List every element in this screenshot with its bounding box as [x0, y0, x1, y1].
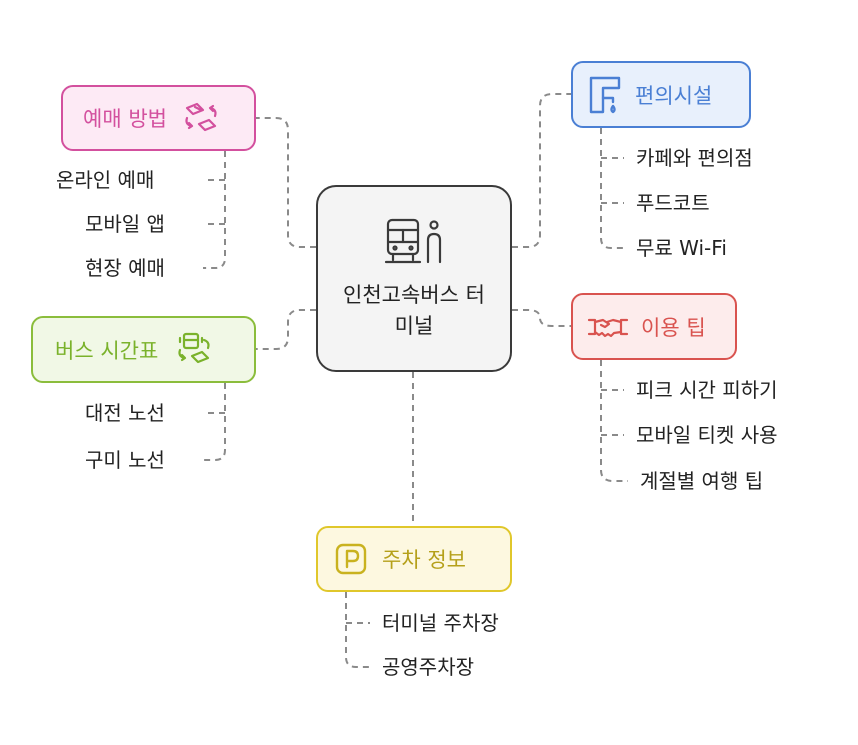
branch-reserve: 예매 방법 [61, 85, 256, 151]
bus-terminal-icon [384, 216, 444, 266]
link-tips-leaves [600, 360, 628, 482]
branch-parking-label: 주차 정보 [382, 548, 466, 572]
link-center-reserve [256, 117, 316, 248]
branch-bus-schedule: 버스 시간표 [31, 316, 256, 383]
parking-icon [334, 542, 368, 576]
parking-item: 공영주차장 [382, 655, 474, 679]
branch-tips: 이용 팁 [571, 293, 737, 360]
branch-facility-label: 편의시설 [635, 83, 713, 108]
link-center-facility [512, 93, 571, 248]
facility-item: 카페와 편의점 [636, 146, 753, 170]
branch-parking: 주차 정보 [316, 526, 512, 592]
reserve-item: 모바일 앱 [85, 212, 165, 236]
parking-item: 터미널 주차장 [382, 611, 499, 635]
tips-item: 피크 시간 피하기 [636, 378, 778, 402]
branch-tips-label: 이용 팁 [641, 315, 706, 340]
branch-bus-label: 버스 시간표 [55, 338, 159, 363]
branch-facility: 편의시설 [571, 61, 751, 128]
link-bus-leaves [203, 383, 226, 461]
ticket-exchange-icon [181, 98, 221, 138]
handshake-icon [587, 312, 629, 342]
reserve-item: 현장 예매 [85, 256, 165, 280]
bus-item: 대전 노선 [85, 401, 165, 425]
link-center-bus [256, 309, 316, 350]
tips-item: 모바일 티켓 사용 [636, 423, 778, 447]
link-center-tips [512, 309, 571, 327]
bus-schedule-icon [174, 330, 214, 370]
center-title: 인천고속버스 터미널 [343, 282, 485, 338]
faucet-icon [587, 74, 623, 116]
link-facility-leaves [600, 128, 624, 249]
link-reserve-leaves [203, 151, 226, 269]
bus-item: 구미 노선 [85, 448, 165, 472]
branch-reserve-label: 예매 방법 [83, 107, 167, 131]
facility-item: 푸드코트 [636, 191, 710, 215]
facility-item: 무료 Wi-Fi [636, 236, 727, 260]
link-parking-leaves [345, 592, 370, 668]
center-node: 인천고속버스 터미널 [316, 185, 512, 372]
tips-item: 계절별 여행 팁 [640, 469, 764, 493]
reserve-item: 온라인 예매 [56, 168, 155, 192]
